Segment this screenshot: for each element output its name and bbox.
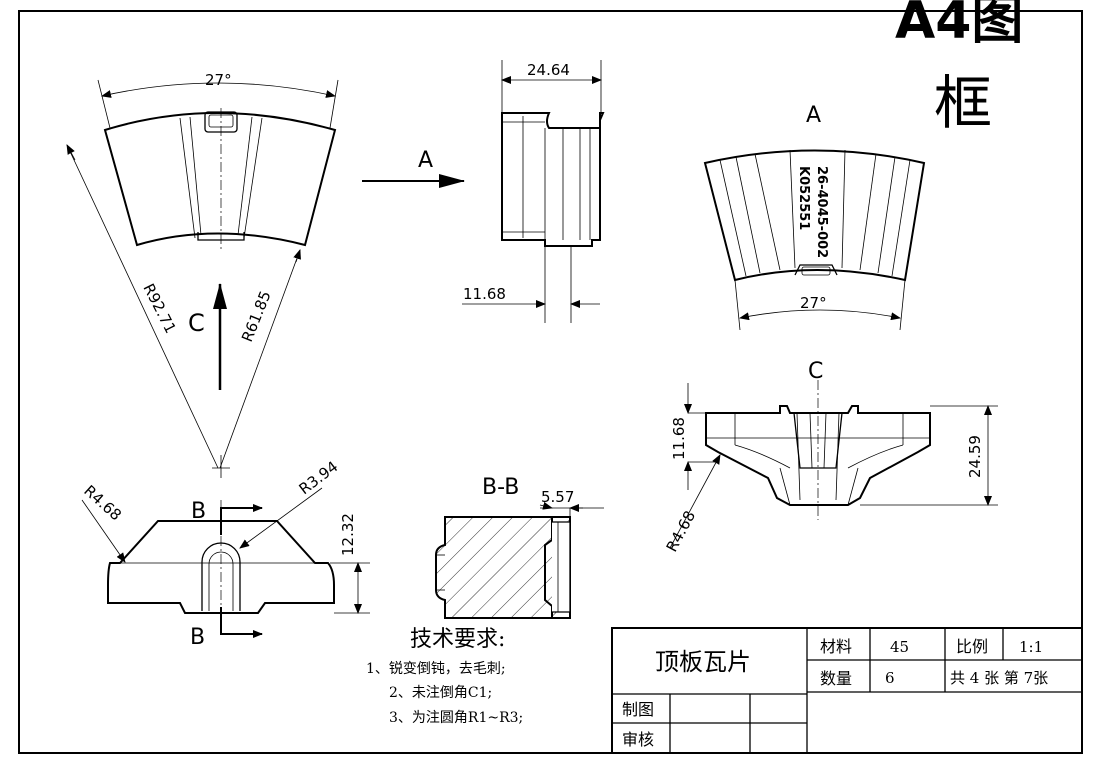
view-a-arrow-label: A xyxy=(418,148,433,173)
frame-title-line2: 框 xyxy=(934,69,992,137)
drawn-label: 制图 xyxy=(622,700,654,719)
segment-side-view xyxy=(462,60,605,323)
segment-top-view xyxy=(66,79,339,478)
quantity-value: 6 xyxy=(885,669,895,687)
segment-view-a xyxy=(703,149,926,331)
view-c-title: C xyxy=(808,359,823,384)
note-item-1: 1、锐变倒钝，去毛刺; xyxy=(366,661,506,677)
dim-557: 5.57 xyxy=(541,488,574,506)
scale-value: 1:1 xyxy=(1019,638,1043,656)
cut-label-top: B xyxy=(191,499,206,524)
note-item-3: 3、为注圆角R1~R3; xyxy=(389,710,523,726)
sheets-text: 共 4 张 第 7张 xyxy=(950,669,1048,687)
dim-r394: R3.94 xyxy=(296,457,342,498)
view-a-title: A xyxy=(806,103,821,128)
checked-label: 审核 xyxy=(622,730,654,749)
section-title: B-B xyxy=(482,475,519,500)
scale-label: 比例 xyxy=(956,637,988,656)
title-block xyxy=(611,627,1083,754)
section-b-b xyxy=(435,501,604,619)
segment-front-view xyxy=(81,487,370,638)
quantity-label: 数量 xyxy=(820,669,852,688)
notes-heading: 技术要求: xyxy=(410,627,505,652)
part-name: 顶板瓦片 xyxy=(655,648,751,676)
dim-2464: 24.64 xyxy=(527,61,570,79)
dim-1232: 12.32 xyxy=(339,513,357,556)
dim-r468-view-c: R4.68 xyxy=(663,508,699,555)
dim-angle-top: 27° xyxy=(205,71,232,89)
cut-label-bottom: B xyxy=(190,625,205,650)
dim-1168-view-c: 11.68 xyxy=(670,417,688,460)
border-frame xyxy=(18,10,1083,754)
dim-r9271: R92.71 xyxy=(139,281,179,337)
dim-2459: 24.59 xyxy=(966,435,984,478)
dim-angle-view-a: 27° xyxy=(800,294,827,312)
segment-view-c xyxy=(669,380,998,549)
dim-r6185: R61.85 xyxy=(238,288,275,344)
note-item-2: 2、未注倒角C1; xyxy=(389,685,492,701)
frame-title-line1: A4图 xyxy=(895,0,1023,51)
dim-r468-left: R4.68 xyxy=(80,482,125,525)
part-marking-1: 26-4045-002 xyxy=(814,166,829,258)
view-c-arrow-label: C xyxy=(188,309,205,337)
part-marking-2: K052551 xyxy=(796,166,811,230)
material-label: 材料 xyxy=(820,637,852,656)
dim-1168-side: 11.68 xyxy=(463,285,506,303)
material-value: 45 xyxy=(890,638,909,656)
